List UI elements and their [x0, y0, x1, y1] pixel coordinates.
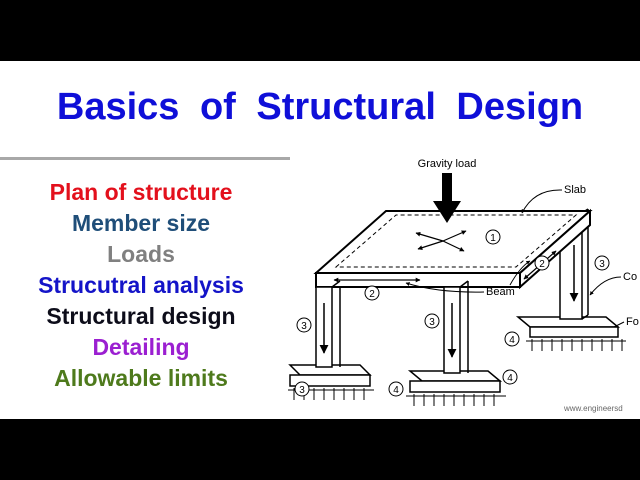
topic-structural-analysis: Strucutral analysis	[38, 272, 244, 298]
svg-text:4: 4	[393, 385, 399, 396]
svg-text:2: 2	[369, 289, 375, 300]
svg-text:1: 1	[490, 233, 496, 244]
column-front-middle	[443, 280, 469, 374]
topic-detailing: Detailing	[92, 334, 190, 360]
svg-text:2: 2	[539, 259, 545, 270]
marker-3-left: 3	[296, 317, 312, 333]
svg-text:3: 3	[299, 385, 305, 396]
topic-list: Plan of structure Member size Loads Stru…	[0, 177, 282, 394]
gravity-load-label: Gravity load	[418, 158, 477, 170]
divider-line	[0, 157, 290, 160]
svg-text:3: 3	[301, 321, 307, 332]
topic-member-size: Member size	[71, 210, 211, 236]
svg-text:3: 3	[599, 259, 605, 270]
topic-plan-of-structure: Plan of structure	[49, 179, 233, 205]
topic-loads: Loads	[107, 241, 175, 267]
marker-2-front: 2	[364, 285, 380, 301]
footing-label: Fo	[626, 316, 639, 328]
footing-back-right	[515, 316, 626, 351]
slide: Basics of Structural Design Plan of stru…	[0, 61, 640, 419]
column-front-left	[315, 280, 341, 368]
marker-3-middle: 3	[424, 313, 440, 329]
slab-label: Slab	[564, 184, 586, 196]
svg-text:3: 3	[429, 317, 435, 328]
marker-4-middle: 4	[502, 369, 518, 385]
marker-4-back: 4	[504, 331, 520, 347]
column-label: Co	[623, 271, 637, 283]
marker-2-side: 2	[534, 255, 550, 271]
page-title: Basics of Structural Design	[56, 86, 584, 128]
footing-front-middle	[406, 370, 506, 406]
marker-3-back: 3	[594, 255, 610, 271]
marker-1: 1	[485, 229, 501, 245]
svg-text:4: 4	[509, 335, 515, 346]
watermark-text: www.engineersd	[563, 404, 623, 413]
structure-frame-diagram: Gravity load Slab Beam Co Fo 1 2 2 3	[288, 158, 639, 413]
topic-allowable-limits: Allowable limits	[54, 365, 228, 391]
marker-3-bottom: 3	[294, 381, 310, 397]
svg-text:4: 4	[507, 373, 513, 384]
slab	[313, 208, 593, 290]
beam-label: Beam	[486, 286, 515, 298]
topic-structural-design: Structural design	[46, 303, 236, 329]
gravity-load-arrow	[433, 173, 461, 223]
marker-4-left: 4	[388, 381, 404, 397]
